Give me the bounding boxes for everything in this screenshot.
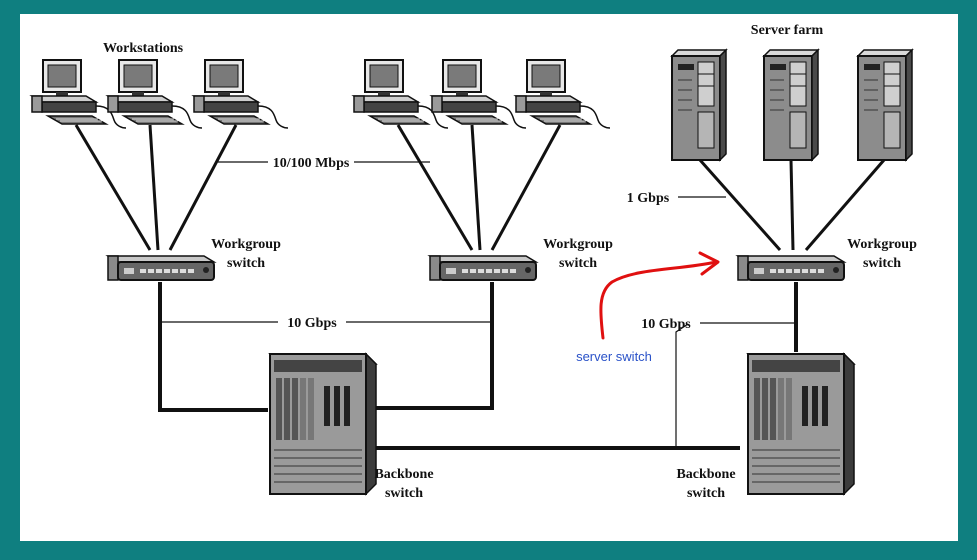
label-1-gbps: 1 Gbps (627, 191, 670, 206)
annotation-arrowhead (698, 251, 720, 276)
link-ws1 (74, 124, 152, 251)
label-workgroup-switch-left-1: Workgroup (211, 237, 281, 252)
workgroup-switch-middle (429, 255, 537, 281)
link-ws5 (470, 124, 482, 251)
uplink-mid-wg (362, 282, 494, 410)
label-backbone-switch-right-1: Backbone (676, 467, 735, 482)
uplink-left-wg (158, 282, 268, 412)
label-workgroup-switch-left-2: switch (227, 256, 265, 271)
server-3 (857, 49, 913, 161)
label-10-gbps-left: 10 Gbps (287, 316, 337, 331)
annotation-server-switch: server switch (576, 349, 652, 364)
label-backbone-switch-right-2: switch (687, 486, 725, 501)
label-10-100-mbps: 10/100 Mbps (273, 156, 350, 171)
link-srv2 (789, 159, 795, 251)
server-1 (671, 49, 727, 161)
label-10-gbps-right: 10 Gbps (641, 317, 691, 332)
backbone-switch-right (747, 353, 855, 495)
label-backbone-switch-left-2: switch (385, 486, 423, 501)
label-workgroup-switch-right-1: Workgroup (847, 237, 917, 252)
link-srv1 (698, 159, 782, 251)
link-ws3 (168, 124, 238, 251)
server-2 (763, 49, 819, 161)
link-ws6 (490, 124, 562, 251)
label-workgroup-switch-mid-1: Workgroup (543, 237, 613, 252)
annotation-arrow (599, 260, 718, 340)
label-server-farm: Server farm (751, 23, 824, 38)
label-backbone-switch-left-1: Backbone (374, 467, 433, 482)
backbone-switch-left (269, 353, 377, 495)
label-workgroup-switch-mid-2: switch (559, 256, 597, 271)
label-workstations: Workstations (103, 41, 184, 56)
link-srv3 (804, 159, 886, 251)
leader-10g-right-b (675, 323, 689, 446)
workgroup-switch-server (737, 255, 845, 281)
label-workgroup-switch-right-2: switch (863, 256, 901, 271)
link-ws2 (148, 124, 160, 251)
link-ws4 (396, 124, 474, 251)
workgroup-switch-left (107, 255, 215, 281)
